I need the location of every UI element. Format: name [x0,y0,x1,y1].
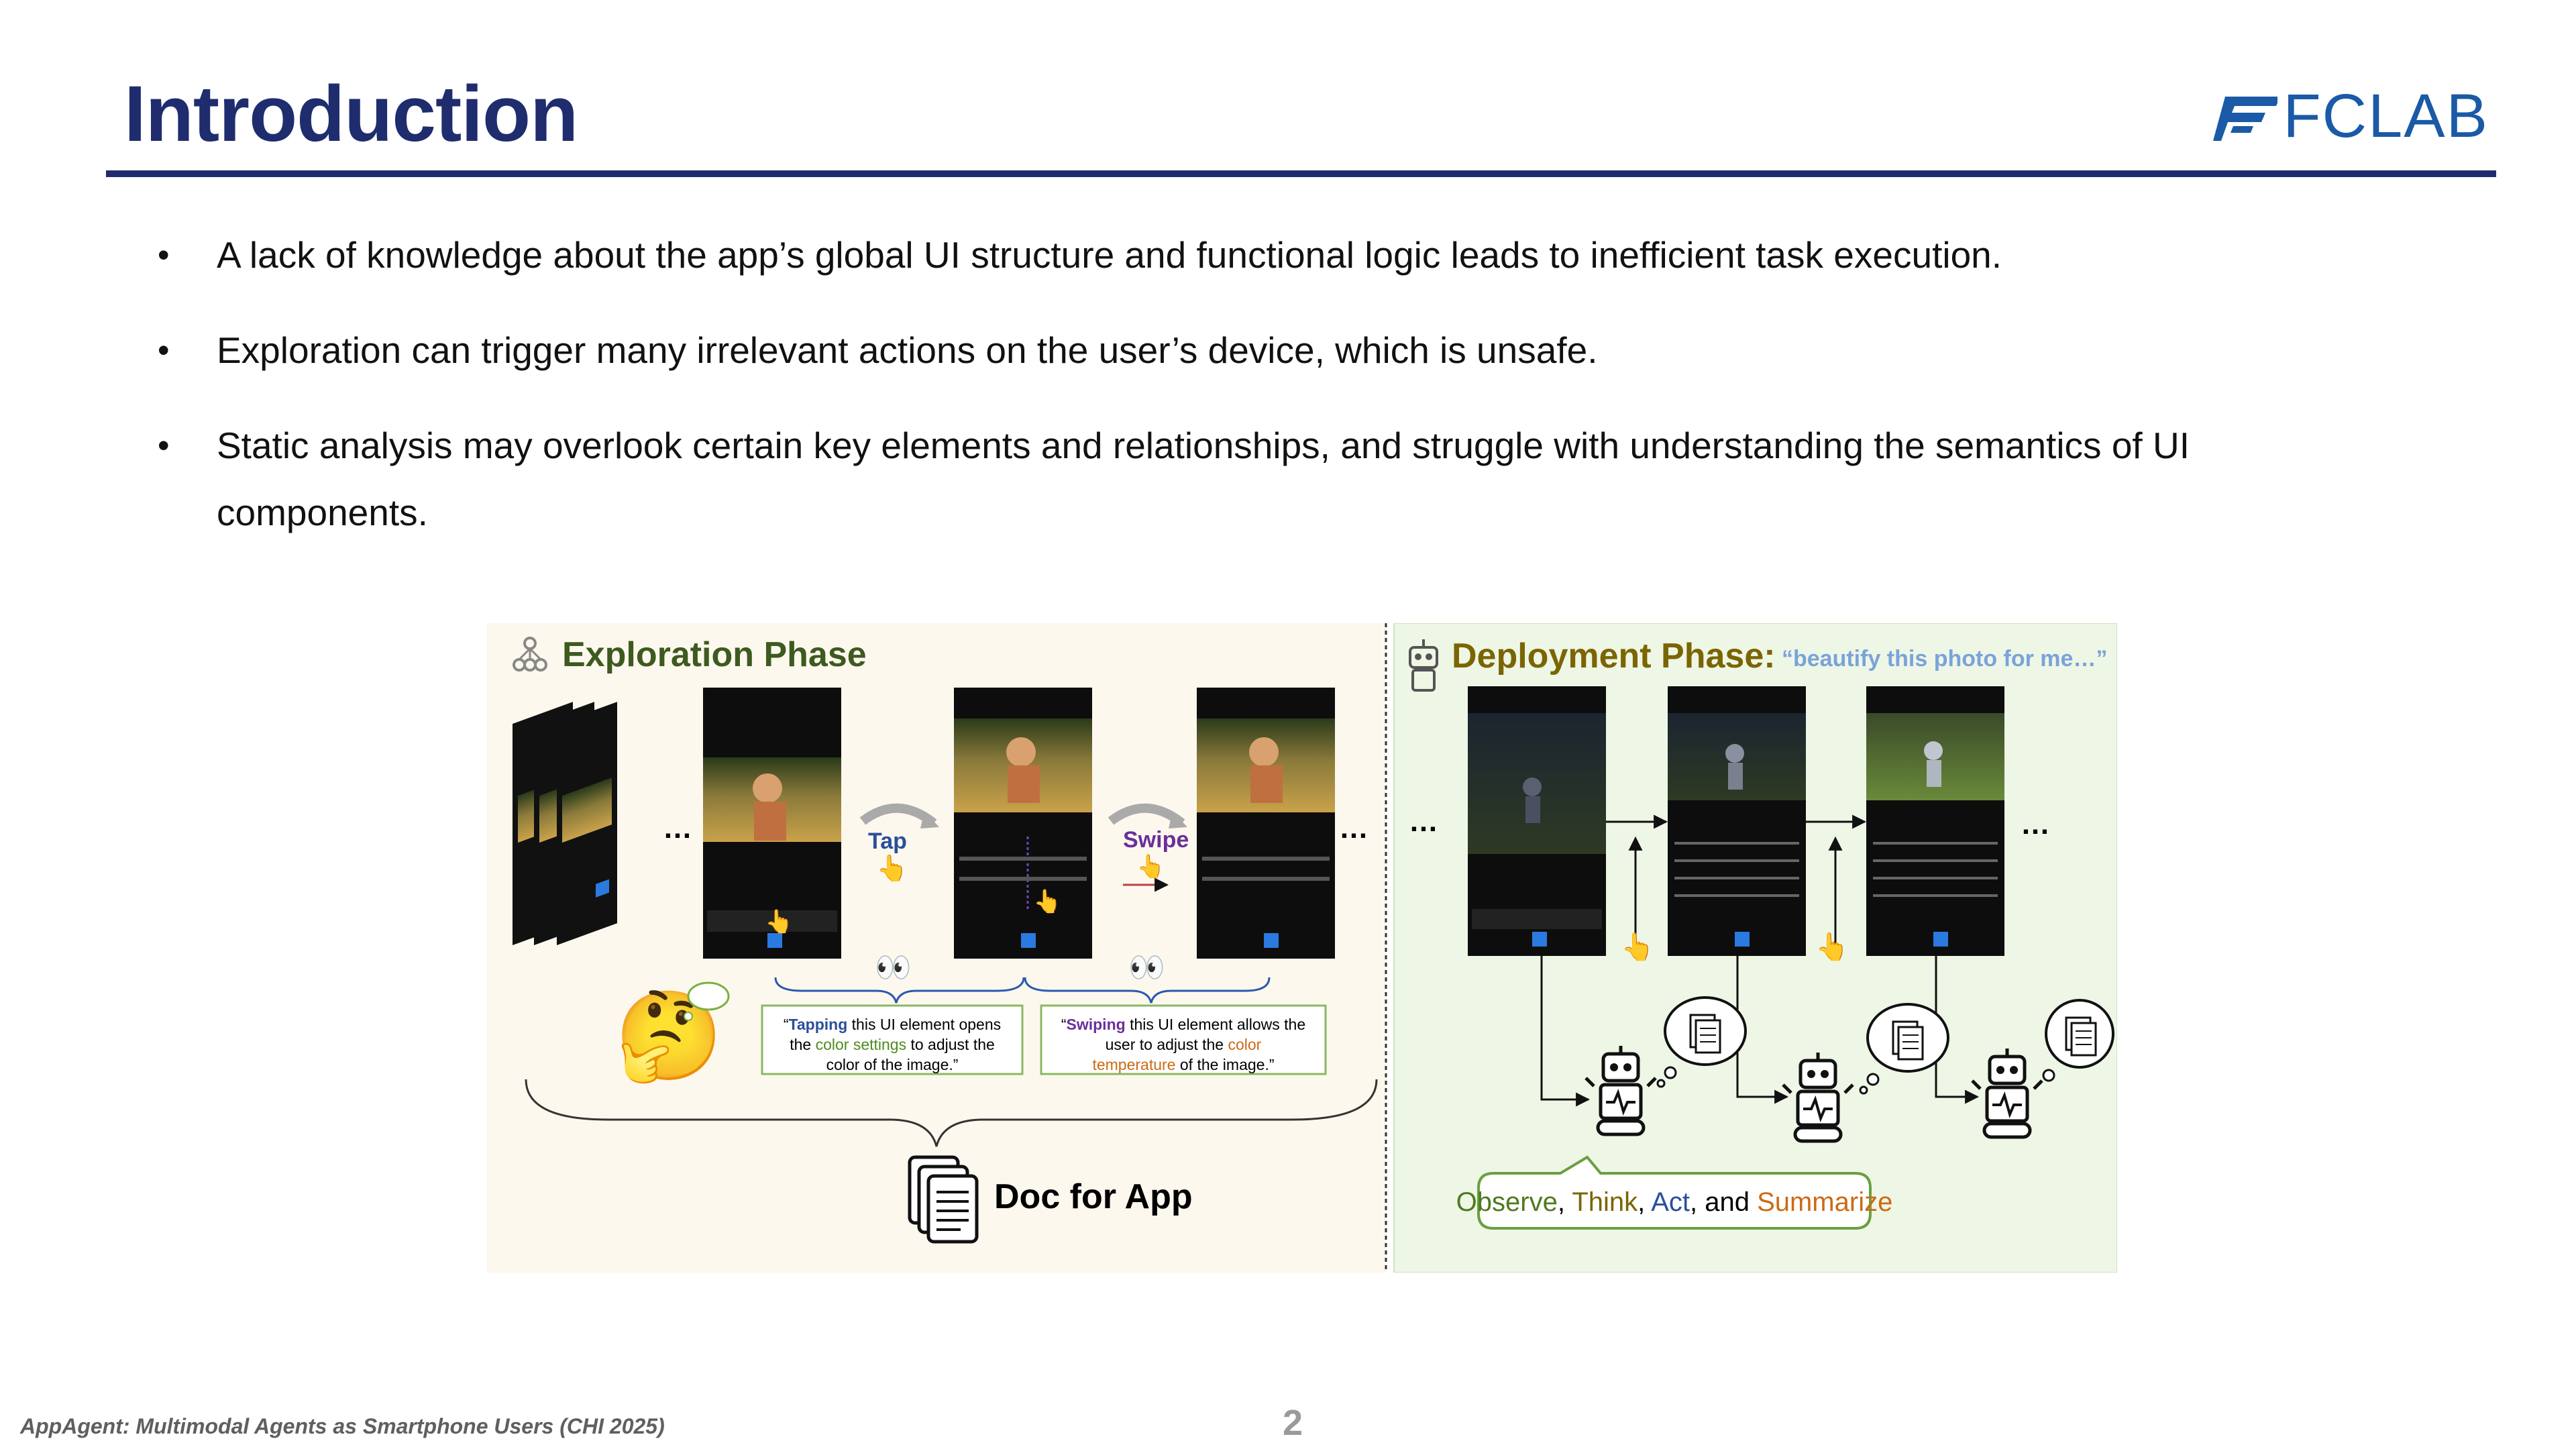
fclab-logo-icon [2213,97,2278,141]
swipe-doc-line-3: temperature of the image.” [1092,1056,1274,1073]
document-stack-icon [908,1155,979,1244]
appagent-figure: Exploration Phase … 👆 Tap 👆 👆 [487,623,2117,1273]
bullet-item: • Static analysis may overlook certain ke… [158,412,2371,546]
swipe-arrowhead [1169,811,1187,828]
eyes-icon: 👀 [1128,951,1165,984]
tap-arrowhead [920,811,939,828]
robot-header-icon [1409,639,1438,692]
deploy-phone-2 [1668,686,1806,956]
loop-callout [1477,1155,1872,1230]
svg-text:👆: 👆 [1033,888,1061,914]
swipe-label: Swipe [1123,827,1189,853]
title-divider [106,170,2496,177]
ellipsis: … [663,812,692,845]
thought-bubble-icon [687,981,730,1011]
thought-dot-icon [684,1012,693,1021]
bullet-text: A lack of knowledge about the app’s glob… [217,234,2002,276]
swipe-hand-icon: 👆 [1136,853,1165,879]
exploration-title: Exploration Phase [562,635,867,674]
bullet-text: Static analysis may overlook certain key… [217,425,2190,533]
deploy-phone-3 [1866,686,2004,956]
bullet-icon: • [158,331,170,369]
exploration-icon [513,637,547,672]
page-number: 2 [1283,1403,1303,1443]
deployment-query: “beautify this photo for me…” [1782,646,2107,672]
ellipsis: … [2021,808,2050,841]
brand-name: FCLAB [2283,81,2489,150]
deployment-title: Deployment Phase: [1452,637,1776,676]
footnote-citation: AppAgent: Multimodal Agents as Smartphon… [20,1414,665,1438]
brace-tap [774,977,1025,1004]
robot-agent-icon [1971,1049,2043,1139]
doc-for-app-label: Doc for App [994,1177,1193,1216]
phone-screenshot-3 [1197,688,1335,959]
robot-agent-icon [1782,1053,1854,1143]
brand-logo: FCLAB [2213,82,2489,150]
ellipsis: … [1339,812,1368,845]
tap-label: Tap [868,828,907,854]
screenshot-stack [513,702,617,945]
phone-screenshot-2: 👆 [954,688,1092,959]
swipe-doc-line-2: user to adjust the color [1106,1036,1262,1053]
doc-thought-cloud-icon [1859,1003,1949,1095]
doc-thought-cloud-icon [1656,996,1747,1088]
phone-screenshot-1: 👆 [703,688,841,959]
tap-doc-line-3: color of the image.” [826,1056,959,1073]
tap-hand-icon: 👆 [876,853,908,883]
tap-doc-box [761,1004,1024,1075]
flow-arrow [1540,956,1591,1107]
tap-doc-line-1: “Tapping this UI element opens [784,1016,1001,1033]
deploy-phone-1 [1468,686,1606,956]
flow-arrow [1736,956,1789,1104]
svg-text:👆: 👆 [765,908,793,934]
brace-doc [525,1079,1378,1147]
loop-label: Observe, Think, Act, and Summarize [1456,1187,1893,1217]
bullet-text: Exploration can trigger many irrelevant … [217,329,1598,371]
bullet-item: • A lack of knowledge about the app’s glo… [158,221,2371,288]
brace-swipe [1024,977,1271,1004]
ellipsis: … [1409,805,1438,838]
tap-hand-icon: 👆 [1621,931,1654,962]
doc-thought-cloud-icon [2042,999,2114,1082]
bullet-list: • A lack of knowledge about the app’s glo… [158,221,2371,574]
robot-agent-icon [1585,1046,1657,1136]
swipe-doc-line-1: “Swiping this UI element allows the [1061,1016,1305,1033]
swipe-hand-icon: 👆 [1815,931,1849,962]
swipe-doc-box [1040,1004,1327,1075]
bullet-icon: • [158,427,170,464]
eyes-icon: 👀 [875,951,912,984]
flow-arrow [1935,956,1980,1104]
tap-doc-line-2: the color settings to adjust the [790,1036,995,1053]
page-title: Introduction [124,70,578,158]
bullet-icon: • [158,236,170,274]
bullet-item: • Exploration can trigger many irrelevant… [158,317,2371,384]
